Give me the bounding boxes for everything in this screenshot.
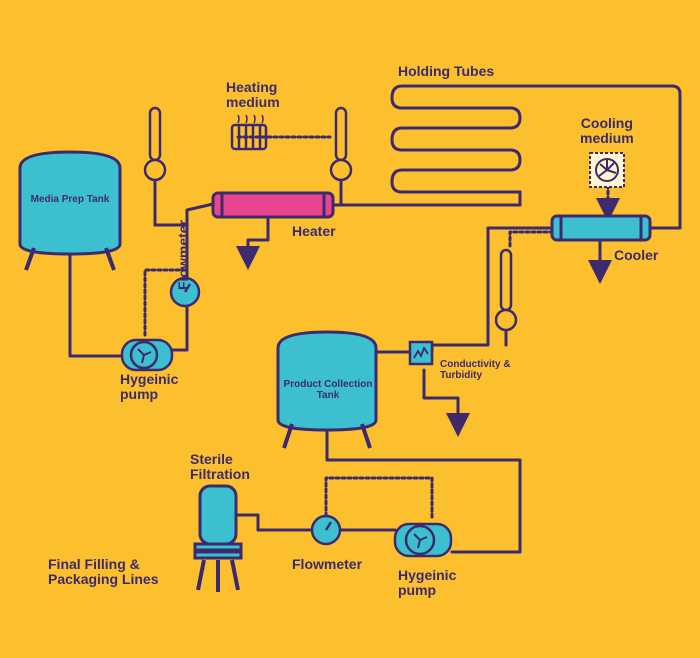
- final-filling-label: Final Filling & Packaging Lines: [48, 556, 159, 587]
- flowmeter-bottom-gauge: [310, 514, 342, 546]
- media-prep-tank: [18, 150, 122, 271]
- heater: [211, 191, 335, 219]
- conductivity-label: Conductivity & Turbidity: [440, 359, 511, 381]
- pipe-heater-to-holding: [330, 190, 522, 207]
- cooling-fan-icon: [589, 152, 625, 188]
- holding-tubes-label: Holding Tubes: [398, 63, 495, 79]
- flowmeter-top-gauge: [169, 276, 201, 308]
- heater-drain: [236, 215, 270, 270]
- cooling-medium-label: Cooling medium: [580, 115, 634, 146]
- sterile-filtration-label: Sterile Filtration: [190, 451, 250, 482]
- sterile-filter: [193, 484, 243, 592]
- hygeinic-pump-bottom-label: Hygeinic pump: [398, 567, 457, 598]
- conductivity-sensor: [408, 340, 434, 366]
- flowmeter-top-label: Flowmeter: [175, 219, 191, 290]
- heating-medium-label: Heating medium: [226, 79, 280, 110]
- flowmeter-loop-top: [143, 268, 187, 337]
- pipes: [68, 84, 682, 554]
- cooler: [550, 214, 652, 242]
- pipe-tank-to-pump: [68, 266, 126, 358]
- product-collection-tank-label: Product Collection Tank: [283, 379, 373, 401]
- cooler-thermo-line: [508, 230, 555, 250]
- pipe-cooler-to-conductivity: [430, 226, 554, 354]
- radiator-icon: [230, 114, 268, 151]
- pump-bottom: [393, 522, 453, 558]
- thermometer-heater: [329, 106, 353, 182]
- cooler-label: Cooler: [614, 247, 659, 263]
- hygeinic-pump-top-label: Hygeinic pump: [120, 371, 179, 402]
- pipe-tank-to-pump2: [325, 438, 522, 554]
- product-collection-tank: [276, 330, 378, 449]
- media-prep-tank-label: Media Prep Tank: [30, 194, 110, 205]
- pump-top: [120, 338, 174, 372]
- conductivity-drain: [422, 368, 470, 437]
- thermometer-left: [143, 106, 167, 182]
- flowmeter-loop-bottom: [324, 476, 434, 522]
- pipe-pump2-to-filter: [234, 513, 397, 532]
- flowmeter-bottom-label: Flowmeter: [292, 556, 363, 572]
- holding-tubes: [390, 84, 682, 230]
- thermometer-cooler: [494, 248, 518, 332]
- heater-label: Heater: [292, 223, 336, 239]
